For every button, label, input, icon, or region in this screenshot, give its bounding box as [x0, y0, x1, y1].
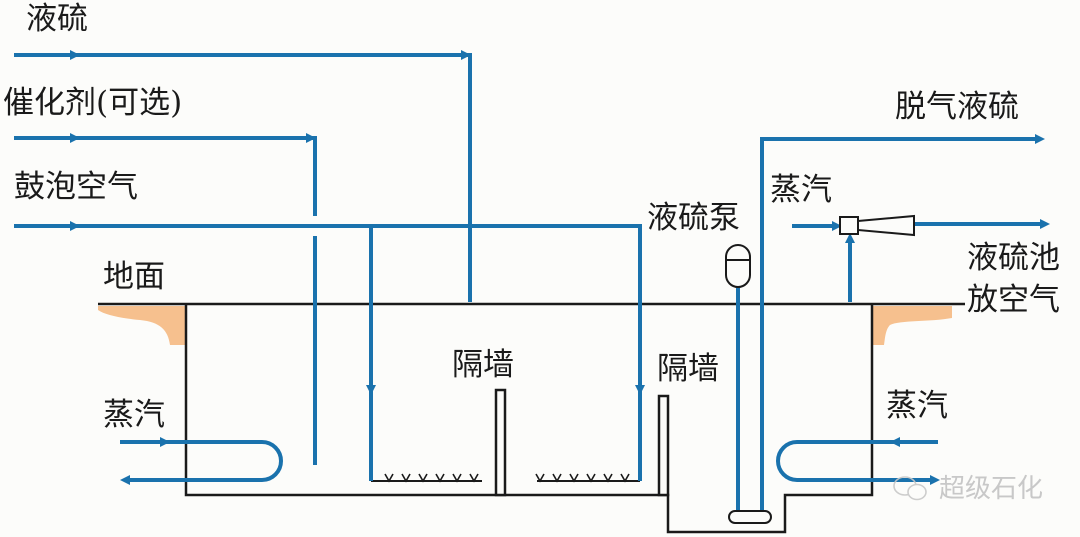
wechat-icon: [893, 476, 927, 501]
partition-wall-1: [494, 388, 507, 497]
label-liquid-sulfur: 液硫: [26, 1, 88, 37]
label-vent-line1: 液硫池: [967, 240, 1060, 276]
steam-coil-right: [776, 440, 938, 482]
label-degassed-sulfur: 脱气液硫: [895, 89, 1019, 125]
label-partition-1: 隔墙: [452, 347, 514, 383]
label-partition-2: 隔墙: [657, 351, 719, 387]
label-catalyst: 催化剂(可选): [3, 85, 183, 121]
pump-foot-valve: [728, 510, 772, 524]
partition-wall-2: [657, 394, 670, 497]
label-vent-line2: 放空气: [967, 282, 1060, 318]
label-bubbling-air: 鼓泡空气: [14, 169, 138, 205]
label-steam-right: 蒸汽: [886, 388, 948, 424]
soil-left: [98, 306, 186, 345]
label-sulfur-pump: 液硫泵: [647, 200, 740, 236]
label-steam-left: 蒸汽: [103, 397, 165, 433]
label-steam-ejector: 蒸汽: [770, 172, 832, 208]
bubbling-air-pipe: [14, 224, 642, 481]
diffuser-nozzles: [384, 473, 630, 483]
watermark-text: 超级石化: [939, 474, 1044, 504]
pit-wall: [184, 304, 874, 534]
sulfur-pump-icon: [725, 244, 751, 288]
steam-ejector-icon: [839, 216, 859, 235]
degassed-sulfur-pipe: [760, 137, 1040, 511]
ejector-diffuser: [857, 214, 915, 237]
label-ground: 地面: [103, 259, 165, 295]
soil-right: [872, 306, 952, 345]
steam-coil-left: [120, 440, 283, 482]
